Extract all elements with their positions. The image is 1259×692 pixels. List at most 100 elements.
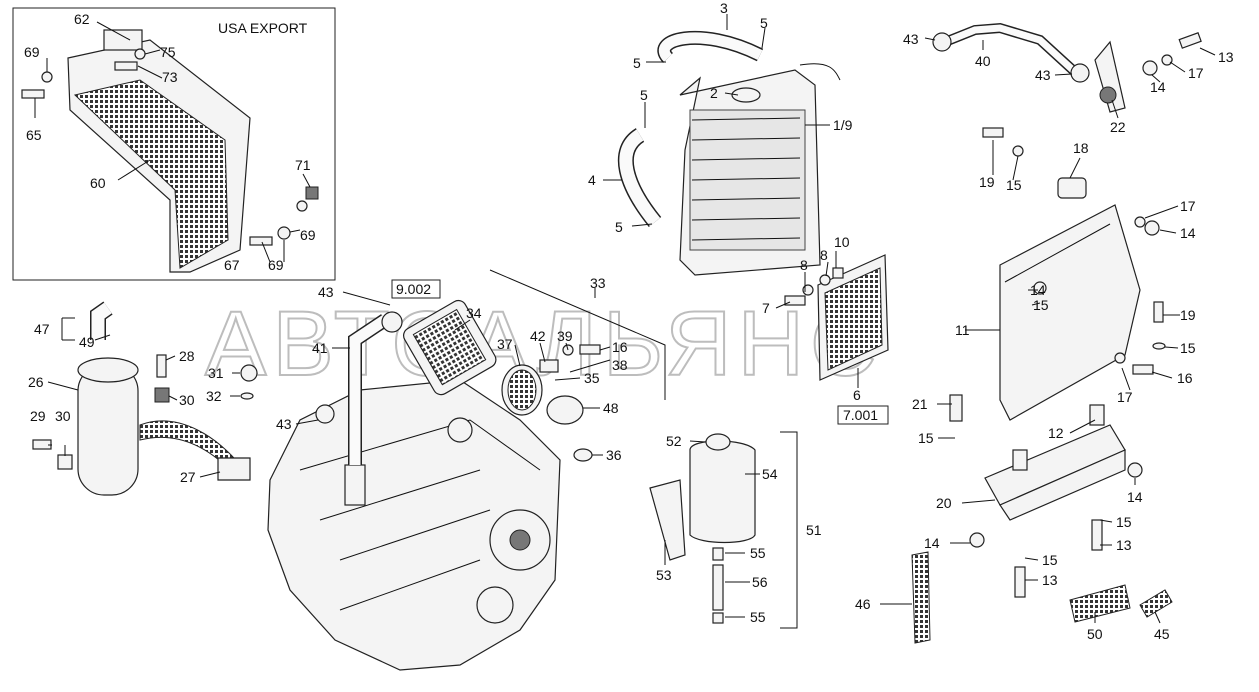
radiator-group — [617, 30, 841, 276]
callout: 65 — [26, 127, 42, 143]
mount-plate-group — [911, 127, 1173, 644]
bolt-65 — [21, 89, 45, 99]
callout: 34 — [466, 305, 482, 321]
clamp-55b — [712, 612, 724, 624]
callout: 55 — [750, 609, 766, 625]
callout: 62 — [74, 11, 90, 27]
callout: 14 — [924, 535, 940, 551]
callout: 28 — [179, 348, 195, 364]
callout: 43 — [318, 284, 334, 300]
callout: 49 — [79, 334, 95, 350]
callout: 5 — [640, 87, 648, 103]
bracket-53 — [649, 479, 686, 561]
callout: 51 — [806, 522, 822, 538]
washer-17 — [1161, 54, 1173, 66]
nut-14b — [1144, 220, 1160, 236]
indicator-42 — [539, 359, 559, 373]
washer-69c — [296, 200, 308, 212]
washer-69 — [41, 71, 53, 83]
callout: 36 — [606, 447, 622, 463]
washer-15b — [1152, 342, 1166, 350]
shield-mesh — [73, 79, 229, 269]
gasket-27 — [217, 457, 251, 481]
nut-14e — [1033, 281, 1047, 295]
callout: 30 — [55, 408, 71, 424]
callout: 42 — [530, 328, 546, 344]
spacer-30 — [154, 387, 170, 403]
callout: 15 — [1033, 297, 1049, 313]
damper-18 — [1057, 177, 1087, 199]
callout: 73 — [162, 69, 178, 85]
callout-labels: 62 75 69 73 65 60 71 69 67 69 3 5 5 2 1/… — [24, 0, 1234, 642]
callout: 38 — [612, 357, 628, 373]
callout: 14 — [1180, 225, 1196, 241]
callout: 47 — [34, 321, 50, 337]
callout: 14 — [1030, 282, 1046, 298]
callout: 3 — [720, 0, 728, 16]
callout: 5 — [760, 15, 768, 31]
washer-75 — [134, 48, 146, 60]
bolt-13b — [1091, 519, 1103, 551]
callout: 16 — [612, 339, 628, 355]
callout: 55 — [750, 545, 766, 561]
callout: 43 — [276, 416, 292, 432]
bolt-28 — [156, 354, 167, 378]
callout: 18 — [1073, 140, 1089, 156]
bolt-19 — [982, 127, 1004, 138]
bolt-7 — [784, 295, 806, 306]
callout: 5 — [615, 219, 623, 235]
pad-50 — [1069, 584, 1131, 623]
nut-14c — [969, 532, 985, 548]
valve-36 — [573, 448, 593, 462]
bolt-13 — [1178, 32, 1202, 49]
tank-54 — [689, 440, 756, 544]
nut-71 — [305, 186, 319, 200]
callout: 2 — [710, 85, 718, 101]
engine — [267, 314, 561, 671]
bolt-19b — [1153, 301, 1164, 323]
callout: 71 — [295, 157, 311, 173]
pipe-40-group — [932, 22, 1202, 113]
callout: 17 — [1117, 389, 1133, 405]
callout: 17 — [1180, 198, 1196, 214]
callout: 4 — [588, 172, 596, 188]
callout: 8 — [820, 247, 828, 263]
callout: 75 — [160, 44, 176, 60]
nut-14 — [1142, 60, 1158, 76]
callout: 15 — [1180, 340, 1196, 356]
muffler-26 — [77, 364, 139, 496]
washer-32 — [240, 392, 254, 400]
callout: 1/9 — [833, 117, 853, 133]
spacer-30b — [57, 454, 73, 470]
callout: 69 — [24, 44, 40, 60]
clamp-55a — [712, 547, 724, 561]
callout: 5 — [633, 55, 641, 71]
callout: 20 — [936, 495, 952, 511]
bolt-16b — [579, 344, 601, 355]
callout: 19 — [979, 174, 995, 190]
callout: 40 — [975, 53, 991, 69]
callout: 12 — [1048, 425, 1064, 441]
callout: 10 — [834, 234, 850, 250]
callout: 69 — [268, 257, 284, 273]
clamp-43d — [315, 404, 335, 424]
callout: 21 — [912, 396, 928, 412]
callout: 32 — [206, 388, 222, 404]
callout: 13 — [1042, 572, 1058, 588]
callout: 60 — [90, 175, 106, 191]
callout: 69 — [300, 227, 316, 243]
callout: 13 — [1218, 49, 1234, 65]
callout: 54 — [762, 466, 778, 482]
bracket-62 — [103, 29, 143, 51]
ref-box-7001 — [837, 405, 889, 425]
callout: 19 — [1180, 307, 1196, 323]
watermark: АВТОАЛЬЯНС — [205, 293, 883, 395]
air-filter-group — [315, 299, 601, 462]
spacer-10 — [832, 267, 844, 279]
callout: 41 — [312, 340, 328, 356]
callout: 13 — [1116, 537, 1132, 553]
inset-title: USA EXPORT — [218, 20, 308, 36]
callout: 26 — [28, 374, 44, 390]
tank-group — [649, 431, 798, 629]
